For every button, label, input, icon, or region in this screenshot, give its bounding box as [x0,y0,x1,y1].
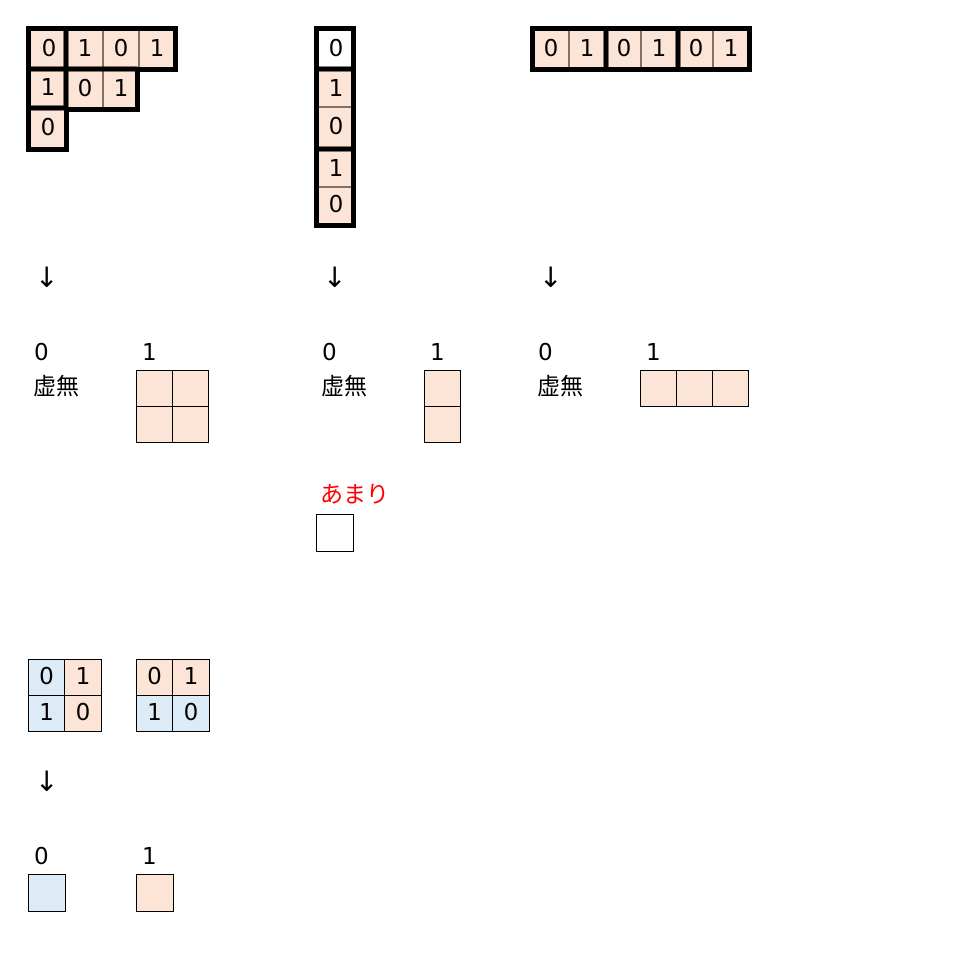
tile-cell: 0 [31,31,67,67]
checker-cell: 1 [28,695,65,732]
result-cell [136,406,173,443]
tile-cell: 1 [641,31,677,67]
one-label: 1 [142,844,157,870]
tile-cell: 0 [319,107,353,147]
tile-cell: 0 [67,71,103,107]
one-label: 1 [430,340,445,366]
checker-cell: 1 [64,659,102,696]
checker-cell: 0 [136,659,173,696]
down-arrow-icon: ↓ [35,765,59,798]
l-shape-outline [26,26,178,152]
void-label: 虚無 [321,374,367,400]
tile-cell: 0 [319,187,353,223]
checker-cell: 1 [172,659,210,696]
zero-label: 0 [34,844,49,870]
remainder-cell [316,514,354,552]
zero-label: 0 [34,340,49,366]
tile-cell: 1 [67,31,103,67]
checker-cell: 0 [64,695,102,732]
checker-cell: 0 [28,659,65,696]
result-cell [172,370,209,407]
result-cell [172,406,209,443]
remainder-label: あまり [320,482,389,508]
tile-cell: 1 [319,151,353,187]
tile-cell: 1 [319,71,353,107]
tile-cell: 0 [103,31,139,67]
one-label: 1 [646,340,661,366]
tile-cell: 1 [103,71,139,107]
tile-cell: 0 [319,31,353,67]
horizontal-strip-outline [530,26,752,72]
checker-cell: 0 [172,695,210,732]
one-label: 1 [142,340,157,366]
result-cell [136,370,173,407]
tile-cell: 1 [139,31,175,67]
void-label: 虚無 [537,374,583,400]
vertical-strip-outline [314,26,356,228]
down-arrow-icon: ↓ [35,261,59,294]
result-cell [640,370,677,407]
down-arrow-icon: ↓ [323,261,347,294]
result-cell [424,370,461,407]
down-arrow-icon: ↓ [539,261,563,294]
tile-cell: 0 [607,31,641,67]
result-cell [712,370,749,407]
peach-result-cell [136,874,174,912]
void-label: 虚無 [33,374,79,400]
result-cell [676,370,713,407]
checker-cell: 1 [136,695,173,732]
zero-label: 0 [538,340,553,366]
tile-cell: 1 [31,69,65,107]
blue-result-cell [28,874,66,912]
tile-cell: 0 [31,109,65,147]
tile-cell: 0 [533,31,569,67]
zero-label: 0 [322,340,337,366]
tile-cell: 0 [679,31,713,67]
result-cell [424,406,461,443]
tile-cell: 1 [569,31,605,67]
tile-cell: 1 [713,31,749,67]
